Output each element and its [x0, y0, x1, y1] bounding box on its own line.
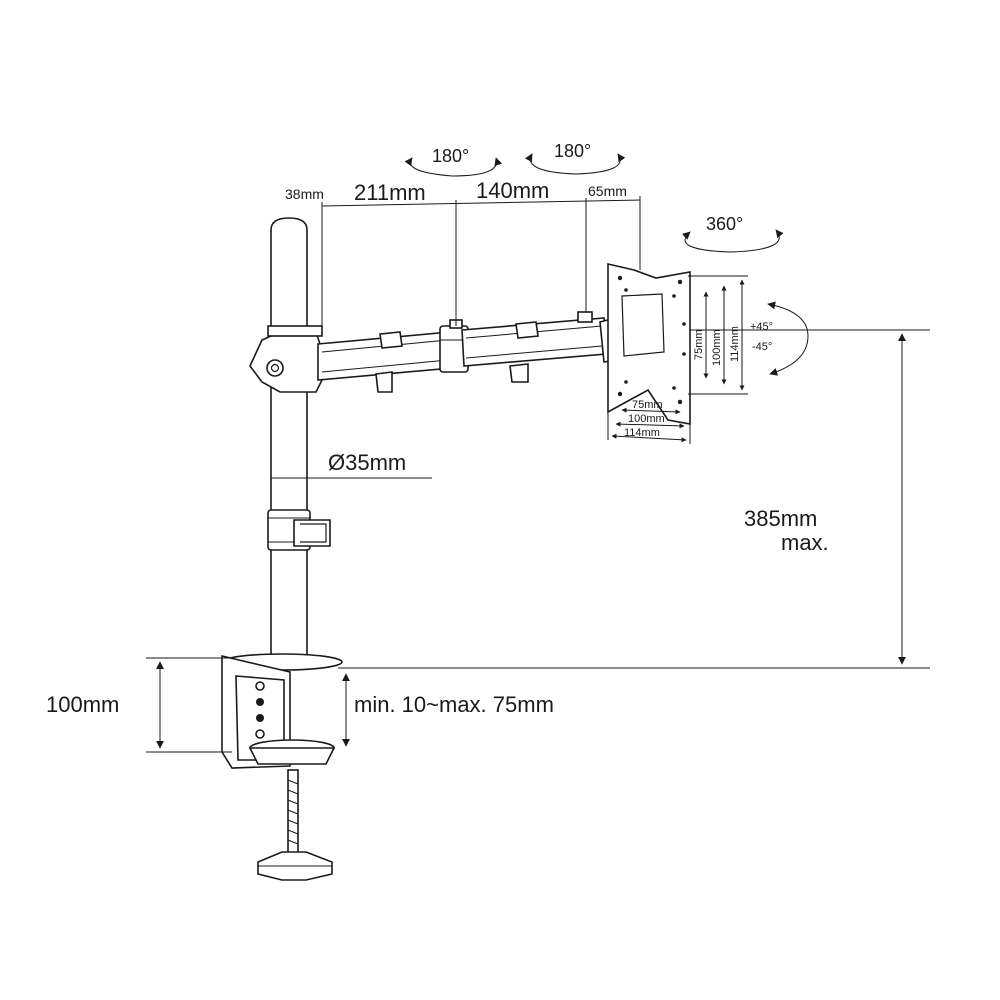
tilt-down-label: -45° [752, 341, 772, 353]
vesa-vertical-dimensions [688, 275, 748, 395]
top-dimension-lines [321, 196, 641, 332]
vesa-v75-label: 75mm [693, 329, 705, 360]
tilt-arrow-icon [767, 301, 809, 376]
rotation-arrow-360-icon [681, 229, 784, 253]
rotation-label-2: 180° [554, 141, 591, 161]
dim-38-label: 38mm [285, 186, 324, 202]
vesa-horizontal-dimensions [607, 400, 691, 444]
rotation-arrow-1-icon [404, 157, 503, 177]
desk-range-label: min. 10~max. 75mm [354, 692, 554, 717]
pole [267, 217, 331, 663]
vesa-plate [607, 262, 691, 425]
height-label-line1: 385mm [744, 506, 817, 531]
vesa-h100-label: 100mm [628, 413, 665, 425]
rotation-arrow-2-icon [525, 153, 626, 175]
tilt-up-label: +45° [750, 321, 773, 333]
dim-211-label: 211mm [354, 180, 426, 205]
arm-joint-pole [249, 325, 323, 393]
desk-clamp [221, 653, 343, 881]
clamp-dimension [146, 657, 350, 753]
vesa-h114-label: 114mm [624, 427, 660, 439]
vesa-v100-label: 100mm [711, 329, 723, 366]
vesa-h75-label: 75mm [632, 399, 663, 411]
dim-65-label: 65mm [588, 183, 627, 199]
height-label-line2: max. [781, 530, 829, 555]
rotation-label-360: 360° [706, 214, 743, 234]
height-dimension [338, 329, 930, 669]
clamp-height-label: 100mm [46, 692, 119, 717]
rotation-label-1: 180° [432, 146, 469, 166]
dim-140-label: 140mm [476, 178, 549, 203]
arm-segment-2 [461, 311, 607, 383]
arm-segment-1 [317, 331, 453, 393]
pole-diameter-label: Ø35mm [328, 450, 406, 475]
vesa-v114-label: 114mm [729, 326, 741, 362]
